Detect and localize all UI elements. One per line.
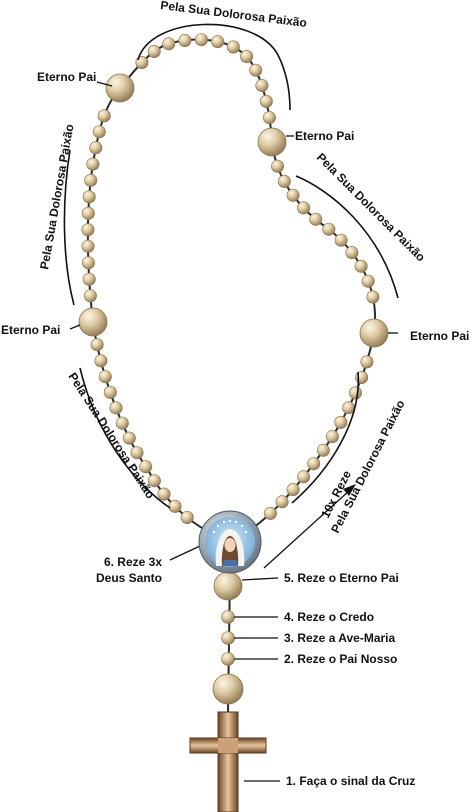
arrow-10x [263, 484, 356, 569]
hail-mary-bead [130, 446, 144, 460]
hail-mary-bead [355, 370, 369, 384]
pointer-eterno-top-left [96, 81, 113, 87]
bracket-bottom-left [79, 367, 171, 509]
hail-mary-bead [262, 111, 276, 125]
label-eterno-pai-right: Eterno Pai [410, 329, 469, 343]
hail-mary-bead [109, 401, 123, 415]
hail-mary-bead [297, 201, 311, 215]
label-dolorosa-top: Pela Sua Dolorosa Paixão [160, 0, 308, 30]
our-father-bead [78, 307, 108, 337]
tail-bead-small [221, 652, 235, 666]
bracket-right [295, 175, 399, 299]
hail-mary-bead [139, 460, 153, 474]
hail-mary-bead [334, 233, 348, 247]
our-father-bead [359, 318, 389, 348]
decade-brackets [63, 23, 399, 509]
pointer-lines [69, 81, 398, 782]
step-4-label: 4. Reze o Credo [284, 610, 374, 624]
hail-mary-bead [147, 44, 161, 58]
hail-mary-bead [194, 33, 208, 47]
hail-mary-bead [249, 63, 263, 77]
pointer-eterno-left [69, 324, 81, 330]
label-step6-line2: Deus Santo [96, 571, 162, 585]
our-father-bead [105, 73, 135, 103]
hail-mary-bead [297, 470, 311, 484]
hail-mary-bead [83, 289, 97, 303]
pointer-step5 [241, 577, 279, 581]
hail-mary-bead [226, 40, 240, 54]
hail-mary-bead [286, 188, 300, 202]
step-1-label: 1. Faça o sinal da Cruz [286, 774, 415, 788]
hail-mary-bead [360, 355, 374, 369]
hail-mary-bead [162, 37, 176, 51]
bracket-left [63, 149, 75, 306]
hail-mary-bead [211, 35, 225, 49]
hail-mary-bead [86, 157, 100, 171]
hail-mary-bead [147, 474, 161, 488]
hail-mary-bead [82, 272, 96, 286]
hail-mary-bead [84, 173, 98, 187]
hail-mary-bead [334, 415, 348, 429]
hail-mary-bead [90, 338, 104, 352]
rosary-beads [78, 33, 389, 705]
hail-mary-bead [81, 256, 95, 270]
crucifix-icon [189, 711, 267, 812]
our-father-bead [257, 127, 287, 157]
hail-mary-bead [307, 457, 321, 471]
hail-mary-bead [81, 223, 95, 237]
hail-mary-bead [270, 159, 284, 173]
hail-mary-bead [168, 499, 182, 513]
hail-mary-bead [89, 141, 103, 155]
hail-mary-bead [178, 33, 192, 47]
label-dolorosa-right: Pela Sua Dolorosa Paixão [314, 150, 428, 264]
hail-mary-bead [180, 510, 194, 524]
step-5-label: 5. Reze o Eterno Pai [284, 571, 399, 585]
hail-mary-bead [259, 94, 273, 108]
hail-mary-bead [81, 239, 95, 253]
step-2-label: 2. Reze o Pai Nosso [284, 652, 397, 666]
hail-mary-bead [322, 222, 336, 236]
hail-mary-bead [240, 49, 254, 63]
label-eterno-pai-left: Eterno Pai [1, 323, 60, 337]
hail-mary-bead [92, 125, 106, 139]
medal-icon [198, 510, 262, 574]
hail-mary-bead [115, 416, 129, 430]
hail-mary-bead [157, 487, 171, 501]
tail-bead-small [221, 610, 235, 624]
label-eterno-pai-top-right: Eterno Pai [295, 129, 354, 143]
tail-bead-large [213, 571, 243, 601]
hail-mary-bead [135, 55, 149, 69]
hail-mary-bead [275, 495, 289, 509]
hail-mary-bead [354, 259, 368, 273]
tail-bead-small [221, 631, 235, 645]
hail-mary-bead [98, 370, 112, 384]
hail-mary-bead [255, 79, 269, 93]
hail-mary-bead [97, 109, 111, 123]
label-step6-line1: 6. Reze 3x [104, 555, 162, 569]
label-dolorosa-left: Pela Sua Dolorosa Paixão [37, 123, 76, 271]
hail-mary-bead [325, 430, 339, 444]
hail-mary-bead [81, 206, 95, 220]
labels: Eterno Pai Eterno Pai Eterno Pai Eterno … [1, 0, 469, 788]
label-eterno-pai-top-left: Eterno Pai [37, 70, 96, 84]
tail-bead-large [212, 673, 244, 705]
hail-mary-bead [366, 290, 380, 304]
hail-mary-bead [286, 483, 300, 497]
hail-mary-bead [94, 354, 108, 368]
hail-mary-bead [122, 431, 136, 445]
hail-mary-bead [82, 190, 96, 204]
hail-mary-bead [309, 212, 323, 226]
step-3-label: 3. Reze a Ave-Maria [284, 631, 395, 645]
hail-mary-bead [348, 386, 362, 400]
hail-mary-bead [316, 443, 330, 457]
bracket-bottom-right [291, 371, 360, 504]
bracket-top [137, 23, 291, 111]
hail-mary-bead [103, 385, 117, 399]
hail-mary-bead [345, 246, 359, 260]
hail-mary-bead [361, 274, 375, 288]
pointer-step6 [169, 545, 201, 561]
hail-mary-bead [277, 174, 291, 188]
hail-mary-bead [263, 506, 277, 520]
